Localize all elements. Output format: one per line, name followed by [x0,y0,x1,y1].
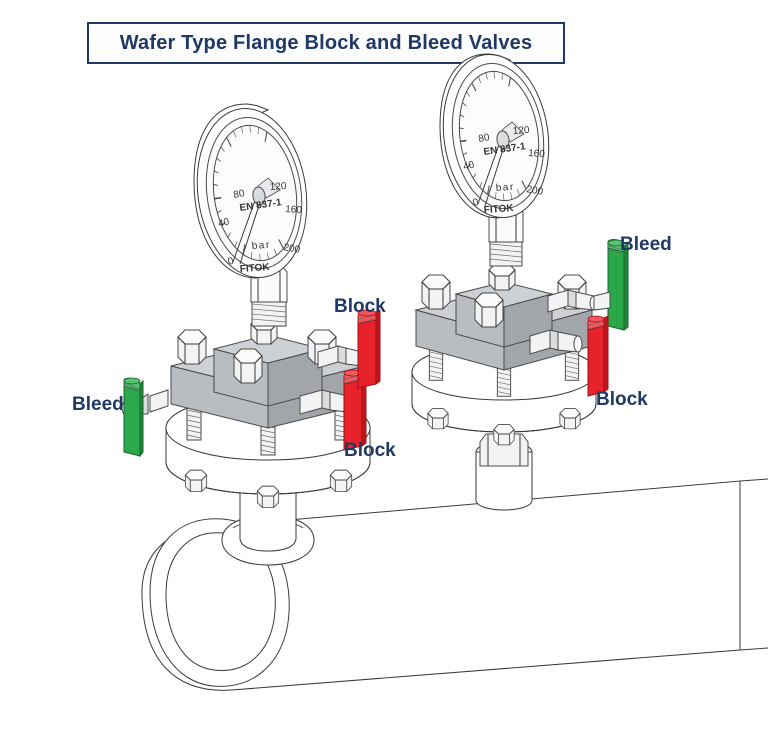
block-valve-left-lower[interactable] [299,369,367,451]
gauge-right-tick-200: 200 [525,184,544,198]
block-valve-right[interactable] [529,315,609,397]
gauge-right-tick-120: 120 [512,125,530,137]
gauge-left-tick-0: 0 [227,256,236,268]
callout-block-right: Block [596,389,648,410]
assembly-right: 0 40 80 120 160 200 EN 837-1 bar FITOK [411,53,629,511]
bleed-valve-left[interactable] [121,377,169,458]
block-valve-left-upper[interactable] [317,309,381,389]
diagram-title-box: Wafer Type Flange Block and Bleed Valves [87,22,565,64]
gauge-right-tick-80: 80 [478,132,491,145]
callout-block-left-upper: Block [334,296,386,317]
callout-block-left-lower: Block [344,440,396,461]
gauge-left-unit: bar [251,240,271,252]
gauge-right-tick-160: 160 [528,148,546,160]
gauge-left-brand: FITOK [239,262,270,275]
callout-bleed-right: Bleed [620,234,672,255]
gauge-left-tick-160: 160 [285,204,303,216]
gauge-left-tick-80: 80 [233,188,246,201]
process-pipe [141,478,768,691]
callout-bleed-left: Bleed [72,394,124,415]
gauge-left-tick-40: 40 [217,216,231,229]
gauge-left-tick-120: 120 [269,181,287,193]
bleed-valve-right[interactable] [547,238,629,331]
gauge-right-brand: FITOK [483,203,514,216]
gauge-right-tick-0: 0 [472,197,481,209]
gauge-left: 0 40 80 120 160 200 EN 837-1 bar FITOK [193,103,308,279]
right-riser-nipple [475,433,533,511]
gauge-right-unit: bar [495,182,515,194]
gauge-left-tick-200: 200 [282,242,301,256]
page-title: Wafer Type Flange Block and Bleed Valves [119,31,533,54]
assembly-left: 0 40 80 120 160 200 EN 837-1 bar FITOK [121,103,381,552]
gauge-right: 0 40 80 120 160 200 EN 837-1 bar FITOK [439,53,550,219]
gauge-right-tick-40: 40 [462,159,476,172]
